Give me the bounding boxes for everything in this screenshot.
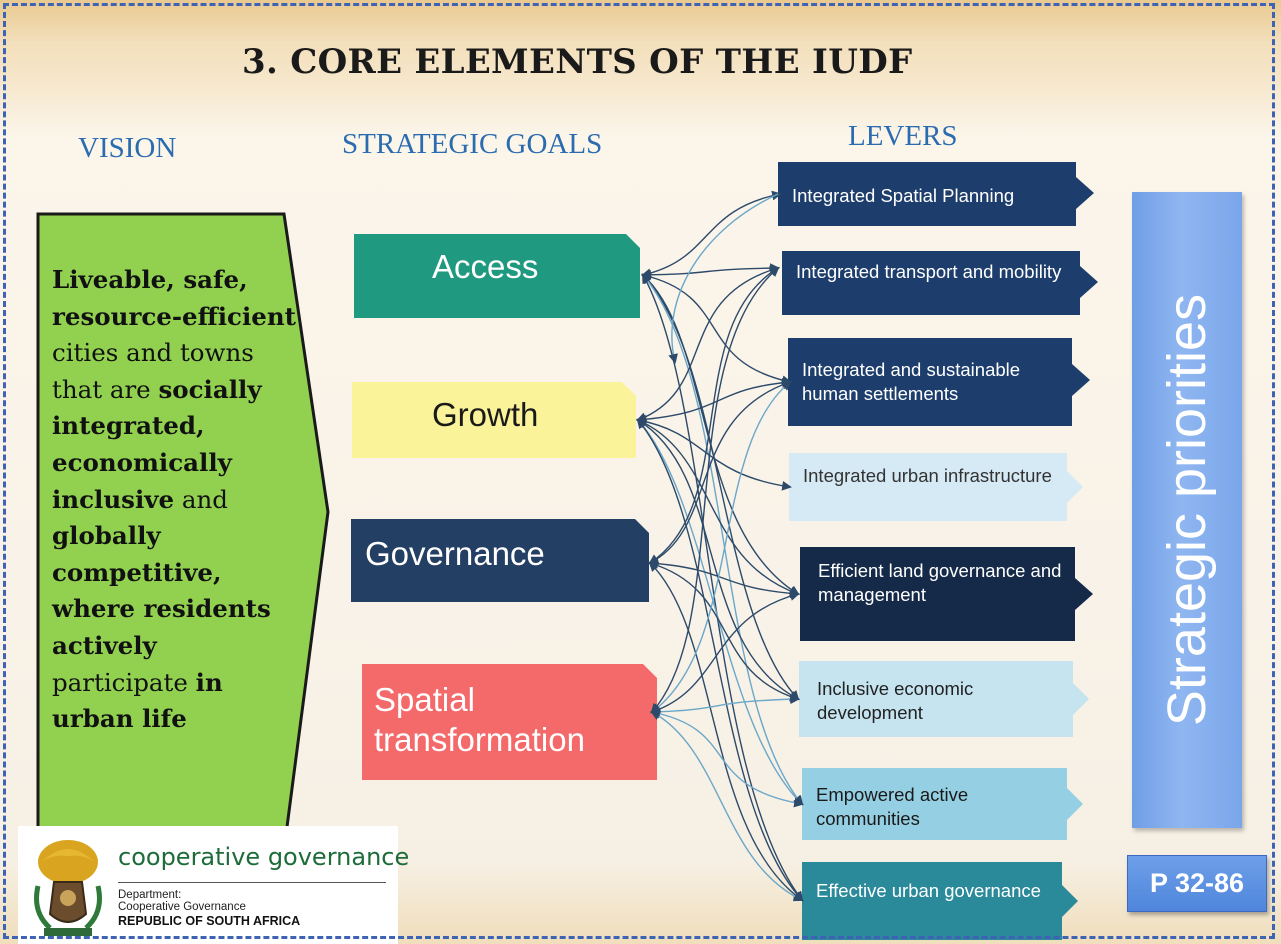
logo-rule [118, 882, 386, 883]
connector-line [636, 418, 800, 700]
connector-line [648, 266, 780, 565]
strategic-goals-header: STRATEGIC GOALS [342, 128, 603, 160]
connector-line [641, 272, 792, 386]
vision-box [36, 212, 332, 852]
connector-line [641, 190, 782, 279]
logo-department: Department: Cooperative Governance [118, 889, 246, 913]
vision-arrow-shape [36, 212, 330, 852]
connector-line [636, 418, 804, 806]
connector-line [648, 560, 800, 702]
goal-governance: Governance [351, 519, 649, 602]
connector-line [648, 558, 800, 599]
lever-inclusive-economic-development: Inclusive economic development [799, 661, 1073, 737]
lever-urban-infrastructure: Integrated urban infrastructure [789, 453, 1067, 521]
lever-arrow-tip [1067, 788, 1083, 820]
connector-line [650, 266, 780, 714]
lever-label: Inclusive economic development [817, 678, 974, 723]
logo-country: REPUBLIC OF SOUTH AFRICA [118, 914, 301, 928]
lever-label: Efficient land governance and management [818, 560, 1062, 605]
vision-text-run: in urban life [52, 667, 223, 734]
vision-text-run: cities and towns that are [52, 338, 254, 404]
lever-label: Integrated transport and mobility [796, 261, 1062, 282]
top-band [0, 0, 1281, 44]
connector-line [642, 273, 804, 902]
lever-integrated-transport: Integrated transport and mobility [782, 251, 1080, 315]
connector-line [636, 416, 792, 491]
vision-statement: Liveable, safe, resource-efficient citie… [52, 262, 297, 738]
vision-text-run: globally competitive, where residents ac… [52, 521, 271, 660]
logo-name: cooperative governance [118, 843, 410, 871]
connector-line [641, 273, 800, 701]
lever-arrow-tip [1073, 683, 1089, 715]
goal-growth: Growth [352, 382, 636, 458]
connector-line [668, 193, 779, 364]
connector-line [648, 379, 792, 564]
lever-label: Integrated and sustainable human settlem… [802, 359, 1021, 404]
lever-arrow-tip [1075, 578, 1093, 610]
coat-of-arms-icon [34, 840, 102, 936]
header-band [0, 44, 1281, 134]
slide-title: 3. CORE ELEMENTS OF THE IUDF [242, 42, 913, 82]
lever-label: Integrated Spatial Planning [792, 185, 1015, 206]
vision-text-run: socially integrated, economically inclus… [52, 374, 262, 514]
strategic-priorities-box [1132, 192, 1242, 828]
lever-human-settlements: Integrated and sustainable human settlem… [788, 338, 1072, 426]
strategic-priorities-label: Strategic priorities [1157, 293, 1217, 727]
lever-effective-urban-governance: Effective urban governance [802, 862, 1062, 940]
lever-arrow-tip [1076, 177, 1094, 209]
connector-line [636, 418, 800, 596]
lever-empowered-communities: Empowered active communities [802, 768, 1067, 840]
connector-line [648, 561, 804, 902]
lever-arrow-tip [1062, 885, 1078, 917]
lever-arrow-tip [1067, 471, 1083, 503]
connector-line [636, 265, 780, 422]
lever-label: Effective urban governance [816, 880, 1041, 901]
goal-access-label: Access [432, 248, 539, 285]
connector-line [650, 591, 800, 715]
vision-text-run: and [174, 484, 228, 514]
goal-access: Access [354, 234, 640, 318]
lever-integrated-spatial-planning: Integrated Spatial Planning [778, 162, 1076, 226]
vision-text-run: participate [52, 667, 196, 697]
levers-header: LEVERS [848, 120, 958, 152]
lever-arrow-tip [1080, 266, 1098, 298]
department-logo: cooperative governance Department: Coope… [18, 826, 409, 944]
logo-department-line: Department: [118, 889, 182, 901]
connector-line [650, 380, 792, 714]
goal-growth-label: Growth [432, 396, 539, 433]
connector-line [636, 418, 804, 902]
lever-label: Empowered active communities [816, 784, 969, 829]
connector-line [636, 377, 792, 425]
logo-department-line: Cooperative Governance [118, 901, 246, 913]
connector-line [641, 263, 780, 280]
lever-label: Integrated urban infrastructure [803, 465, 1052, 486]
vision-header: VISION [78, 132, 177, 164]
connector-line [650, 694, 800, 717]
lever-land-governance: Efficient land governance and management [800, 547, 1075, 641]
vision-text-run: Liveable, safe, resource-efficient [52, 265, 296, 331]
goal-spatial-transformation-label: Spatial transformation [374, 681, 585, 758]
connector-line [650, 708, 804, 808]
goal-spatial-transformation: Spatial transformation [362, 664, 657, 780]
goal-governance-label: Governance [365, 535, 545, 572]
connector-line [641, 273, 804, 806]
lever-arrow-tip [1072, 364, 1090, 396]
page-reference: P 32-86 [1127, 855, 1267, 912]
connector-line [641, 273, 800, 596]
